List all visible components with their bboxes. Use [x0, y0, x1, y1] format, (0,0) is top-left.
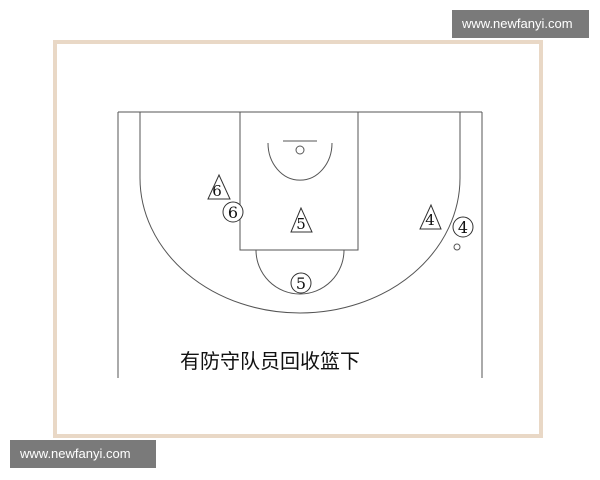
- offense-6-label: 6: [228, 203, 238, 222]
- diagram-frame: [53, 40, 543, 438]
- watermark-bottom: www.newfanyi.com: [10, 440, 156, 468]
- defender-4: 4: [419, 203, 442, 230]
- defender-6: 6: [207, 173, 231, 200]
- offense-5-label: 5: [296, 274, 306, 293]
- offense-5: 5: [290, 272, 312, 294]
- free-throw-circle-lower: [255, 249, 345, 295]
- three-point-arc: [139, 177, 461, 314]
- paint-lane: [239, 111, 359, 251]
- offense-4: 4: [452, 216, 474, 238]
- defender-5-label: 5: [296, 215, 306, 233]
- restricted-arc: [267, 142, 333, 181]
- diagram-caption: 有防守队员回收篮下: [180, 349, 360, 373]
- hoop: [295, 145, 305, 155]
- defender-4-label: 4: [425, 211, 435, 229]
- offense-6: 6: [222, 201, 244, 223]
- ball-icon: [453, 243, 461, 251]
- watermark-top: www.newfanyi.com: [452, 10, 589, 38]
- court-lines: [117, 111, 483, 378]
- defender-6-label: 6: [212, 182, 222, 200]
- defender-5: 5: [290, 206, 313, 233]
- offense-4-label: 4: [458, 218, 468, 237]
